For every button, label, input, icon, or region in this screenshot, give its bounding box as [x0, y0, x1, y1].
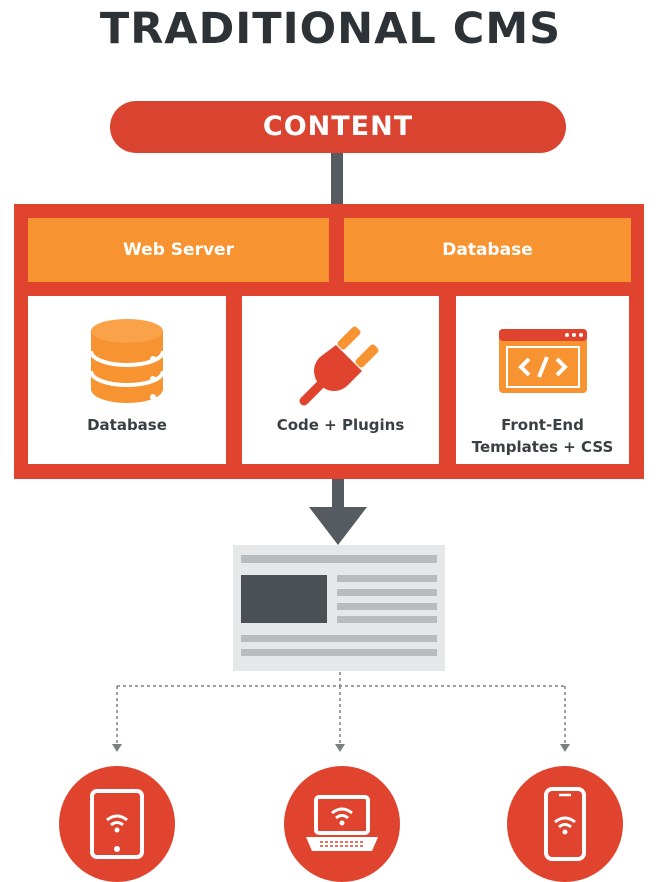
plug-icon	[296, 314, 386, 410]
web-page-icon	[233, 545, 445, 671]
diagram-title: TRADITIONAL CMS	[99, 4, 562, 54]
card-label: Templates + CSS	[471, 438, 614, 456]
card-label: Code + Plugins	[276, 416, 405, 434]
content-pill: CONTENT	[110, 101, 566, 153]
content-connector	[331, 153, 343, 204]
card-code-plugins: Code + Plugins	[242, 296, 439, 464]
code-window-icon	[497, 314, 589, 410]
device-tablet	[59, 766, 175, 882]
database-icon	[87, 314, 167, 410]
device-laptop	[284, 766, 400, 882]
card-label: Front-End	[501, 416, 584, 434]
smartphone-icon	[544, 787, 586, 861]
down-arrow	[309, 479, 367, 545]
card-database: Database	[28, 296, 226, 464]
laptop-icon	[306, 795, 378, 851]
header-web-server: Web Server	[28, 218, 329, 282]
card-front-end: Front-End Templates + CSS	[456, 296, 629, 464]
card-label: Database	[87, 416, 167, 434]
distribution-lines	[112, 672, 570, 752]
device-smartphone	[507, 766, 623, 882]
tablet-icon	[90, 789, 144, 859]
header-database: Database	[344, 218, 631, 282]
